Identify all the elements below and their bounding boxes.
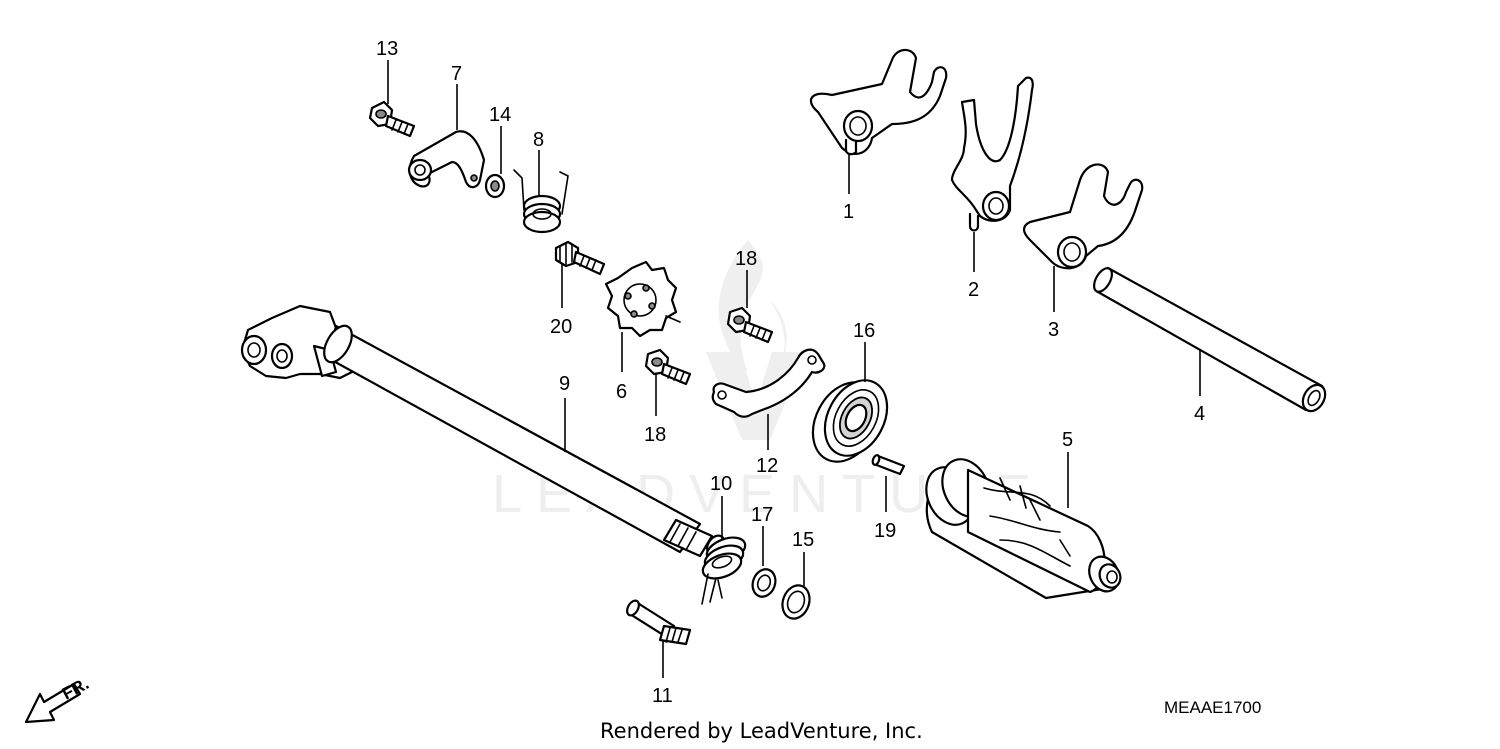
part-7-stopper-arm [407,130,486,189]
part-14-washer [484,173,506,199]
callout-4: 4 [1194,403,1205,425]
watermark-logo [706,240,806,440]
part-10-return-spring [701,536,747,605]
part-2-shift-fork [950,76,1034,232]
callout-7: 7 [451,63,462,85]
callout-5: 5 [1062,429,1073,451]
callout-15: 15 [792,529,814,551]
part-12-bearing-setting-plate [711,348,826,418]
part-11-pin [626,599,692,646]
part-5-shift-drum [925,458,1122,600]
callout-19: 19 [874,520,896,542]
diagram-code: MEAAE1700 [1164,698,1261,717]
callout-6: 6 [616,381,627,403]
callout-2: 2 [968,279,979,301]
callout-11: 11 [652,685,673,707]
callout-14: 14 [489,104,511,126]
callout-1: 1 [843,201,854,223]
front-direction-indicator: FR. [24,674,92,724]
part-3-shift-fork [1022,163,1144,270]
callout-9: 9 [559,373,570,395]
part-18-bolt-lower [644,348,692,386]
callout-18-upper: 18 [735,248,757,270]
callout-17: 17 [751,504,773,526]
render-credit: Rendered by LeadVenture, Inc. [600,719,923,743]
callout-18-lower: 18 [644,424,666,446]
callout-13: 13 [376,38,398,60]
part-15-oil-seal [781,584,811,620]
part-17-snap-ring [751,568,777,598]
part-13-bolt [368,100,416,138]
part-8-stopper-spring [513,169,569,234]
callout-16: 16 [853,320,875,342]
part-6-drum-stopper-center [604,260,681,338]
callout-10: 10 [710,473,732,495]
part-1-shift-fork [809,48,948,156]
part-4-fork-shaft [1093,266,1327,413]
callout-3: 3 [1048,319,1059,341]
arrow-down-left-icon [24,682,82,724]
callout-20: 20 [550,316,572,338]
part-16-bearing [811,379,889,463]
callout-8: 8 [533,129,544,151]
part-18-bolt-upper [726,306,774,344]
callout-12: 12 [756,455,778,477]
part-20-bolt [554,240,606,276]
part-9-gearshift-spindle [240,304,726,558]
part-19-dowel-pin [871,454,906,476]
